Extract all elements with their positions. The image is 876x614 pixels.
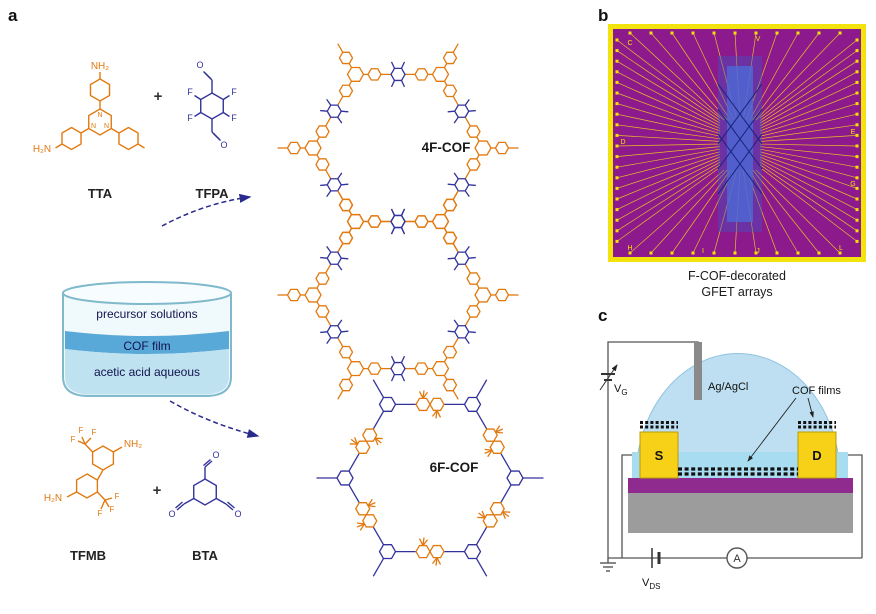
cof-film-band xyxy=(65,331,229,354)
bta-molecule: O O O BTA xyxy=(168,450,241,563)
o-atom-label: O xyxy=(220,140,227,150)
synthesis-scheme: N N N NH₂ H₂N TTA + xyxy=(33,0,596,614)
n-atom-label: N xyxy=(91,123,96,130)
vg-label: VG xyxy=(614,383,628,397)
pad-letter: J xyxy=(756,248,760,255)
acetic-acid-band xyxy=(65,349,229,395)
gfet-caption: F-COF-decorated GFET arrays xyxy=(608,268,866,301)
reaction-arrow-6fcof xyxy=(169,400,260,438)
cof-coating xyxy=(640,421,836,429)
pad-letter: L xyxy=(839,245,843,252)
probe-pads xyxy=(615,31,859,255)
tfpa-molecule: O O F F F F TFPA xyxy=(187,60,237,201)
beaker-layer3-label: acetic acid aqueous xyxy=(94,365,200,379)
f-atom-label: F xyxy=(231,113,237,123)
tfmb-label: TFMB xyxy=(70,548,106,563)
nh2-label: NH₂ xyxy=(91,61,109,72)
gfet-caption-line1: F-COF-decorated xyxy=(688,269,786,283)
gate-electrode-rod xyxy=(694,342,702,400)
pad-letter: D xyxy=(620,139,625,146)
nh2-label: NH₂ xyxy=(124,439,142,450)
f-atom-label: F xyxy=(187,113,193,123)
pad-letter: I xyxy=(702,248,704,255)
cof6-network xyxy=(317,367,544,588)
pad-letter: V xyxy=(756,36,761,43)
f-atom-label: F xyxy=(98,509,103,518)
pad-letter: G xyxy=(850,181,855,188)
cof4-network xyxy=(278,27,519,416)
drain-label: D xyxy=(812,448,821,463)
drain-electrode xyxy=(797,431,837,479)
n-atom-label: N xyxy=(104,123,109,130)
substrate xyxy=(628,493,853,533)
purple-layer xyxy=(628,478,853,493)
beaker-rim xyxy=(62,281,232,305)
tfpa-label: TFPA xyxy=(196,186,230,201)
gfet-caption-line2: GFET arrays xyxy=(701,285,773,300)
beaker: precursor solutions COF film acetic acid… xyxy=(62,281,232,397)
panel-b-label: b xyxy=(598,6,609,25)
agagcl-label: Ag/AgCl xyxy=(708,381,748,393)
pad-letter: E xyxy=(851,129,856,136)
f-atom-label: F xyxy=(110,505,115,514)
tfmb-molecule: NH₂ H₂N F F F F F F TFMB xyxy=(44,426,142,563)
ground-symbol xyxy=(600,558,616,572)
cof4-label: 4F-COF xyxy=(422,140,471,155)
gfet-array-micrograph: C V D E G H I J L xyxy=(608,24,866,262)
cof-films-label: COF films xyxy=(792,385,841,397)
graphene-channel-region xyxy=(717,56,763,232)
o-atom-label: O xyxy=(196,60,203,70)
panel-c-label: c xyxy=(598,306,608,325)
f-atom-label: F xyxy=(79,426,84,435)
f-atom-label: F xyxy=(71,435,76,444)
graphene-channel xyxy=(678,467,798,476)
cof-films-pointers xyxy=(747,397,814,462)
h2n-label: H₂N xyxy=(33,144,51,155)
reaction-arrow-4fcof xyxy=(161,193,252,227)
f-atom-label: F xyxy=(231,87,237,97)
f-atom-label: F xyxy=(92,428,97,437)
plus-sign: + xyxy=(153,482,162,499)
bta-label: BTA xyxy=(192,548,218,563)
pad-letter: H xyxy=(627,245,632,252)
vds-battery: VDS xyxy=(642,548,661,591)
h2n-label: H₂N xyxy=(44,493,62,504)
cof6-label: 6F-COF xyxy=(430,460,479,475)
gfet-device-schematic: VG S D Ag/AgCl COF films xyxy=(599,341,863,591)
gate-voltage-source: VG xyxy=(599,364,628,397)
vds-label: VDS xyxy=(642,577,660,591)
f-atom-label: F xyxy=(187,87,193,97)
ammeter-label: A xyxy=(733,553,741,565)
panel-a-label: a xyxy=(8,6,18,25)
tta-molecule: N N N NH₂ H₂N TTA xyxy=(33,61,145,201)
source-electrode xyxy=(639,431,679,479)
pad-letter: C xyxy=(627,40,632,47)
beaker-layer1-label: precursor solutions xyxy=(96,307,197,321)
tta-label: TTA xyxy=(88,186,113,201)
beaker-layer2-label: COF film xyxy=(123,339,170,353)
plus-sign: + xyxy=(154,88,163,105)
pad-letters: C V D E G H I J L xyxy=(620,36,855,255)
o-atom-label: O xyxy=(212,450,219,460)
o-atom-label: O xyxy=(168,509,175,519)
o-atom-label: O xyxy=(234,509,241,519)
ammeter: A xyxy=(726,547,748,569)
f-atom-label: F xyxy=(115,492,120,501)
source-label: S xyxy=(655,448,664,463)
n-atom-label: N xyxy=(97,112,102,119)
